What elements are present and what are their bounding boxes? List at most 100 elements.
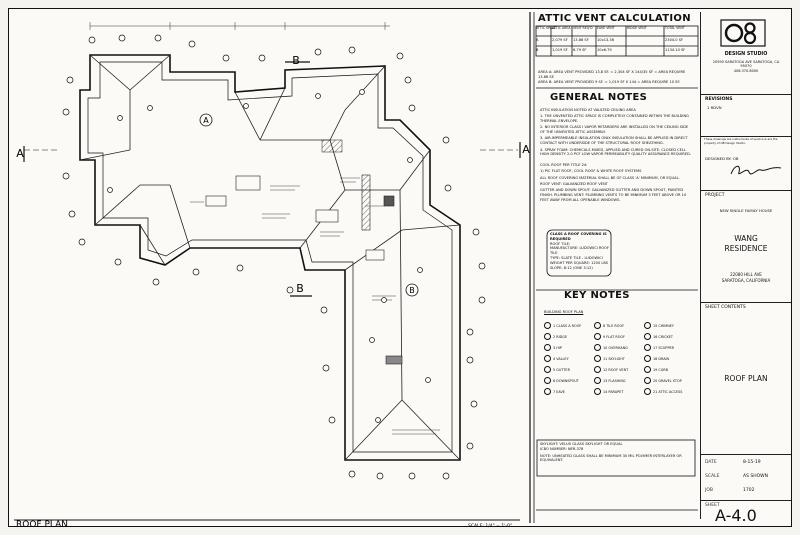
- studio-logo: [720, 19, 766, 47]
- scale-value: AS SHOWN: [743, 474, 768, 479]
- studio-address: 20590 SARATOGA AVE SARATOGA, CA 95070: [712, 60, 780, 68]
- key-note-label: 14 PARAPET: [603, 389, 624, 394]
- key-note-item: 1 CLASS A ROOF: [544, 322, 581, 329]
- area-b-label: B: [409, 286, 415, 295]
- key-note-item: 8 TILE ROOF: [594, 322, 624, 329]
- attic-header-cell: RIDGE VENT: [627, 26, 647, 30]
- key-note-item: 18 DRAIN: [644, 355, 669, 362]
- hatched-flat-roof: [361, 174, 371, 231]
- attic-table-cell: 2,079 SF: [552, 38, 568, 42]
- general-note-item: ALL ROOF COVERING MATERIAL SHALL BE OF C…: [540, 175, 680, 180]
- attic-header-cell: EAVE VENT: [597, 26, 615, 30]
- keynote-circle-icon: [594, 333, 601, 340]
- key-note-label: 2 RIDGE: [553, 334, 567, 339]
- date-value: 8-15-19: [743, 460, 761, 465]
- studio-phone: 408.370.8000: [733, 69, 759, 73]
- key-note-label: 9 FLAT ROOF: [603, 334, 626, 339]
- keynote-circle-icon: [644, 388, 651, 395]
- attic-calc-title: ATTIC VENT CALCULATION: [538, 13, 691, 24]
- title-block: DESIGN STUDIO 20590 SARATOGA AVE SARATOG…: [700, 12, 791, 525]
- keynote-circle-icon: [644, 355, 651, 362]
- area-a-marker: [199, 113, 213, 127]
- revisions-label: REVISIONS: [705, 97, 733, 102]
- project-name-line2: RESIDENCE: [724, 244, 768, 253]
- key-note-label: 5 GUTTER: [553, 367, 570, 372]
- dimension-line-top: [89, 22, 390, 30]
- svg-text:A: A: [522, 143, 530, 156]
- key-note-label: 4 VALLEY: [553, 356, 569, 361]
- general-note-item: 2. NO INTERIOR CLASS I VAPOR RETARDERS A…: [540, 125, 689, 135]
- general-note-item: COOL ROOF PER TITLE 24:: [540, 163, 588, 168]
- key-note-item: 7 EAVE: [544, 388, 565, 395]
- scale-label: SCALE: [705, 474, 720, 479]
- project-name-line1: WANG: [734, 234, 758, 243]
- key-notes-title: KEY NOTES: [564, 290, 630, 301]
- section-marker-b-bottom: B: [290, 282, 312, 297]
- key-note-label: 15 CHIMNEY: [653, 323, 674, 328]
- attic-table-frame: [535, 25, 699, 57]
- key-note-label: 1 CLASS A ROOF: [553, 323, 582, 328]
- key-note-item: 14 PARAPET: [594, 388, 623, 395]
- key-note-label: 20 GRAVEL STOP: [653, 378, 682, 383]
- callout-item: MANUFACTURE: LUDOWICI ROOF TILE: [550, 246, 610, 256]
- skylight-note: SKYLIGHT: VELUX GLASS SKYLIGHT OR EQUAL …: [540, 442, 682, 463]
- key-note-label: 10 OVERHANG: [603, 345, 628, 350]
- sheet-contents-label: SHEET CONTENTS: [705, 305, 746, 310]
- key-note-label: 6 DOWNSPOUT: [553, 378, 579, 383]
- key-note-item: 20 GRAVEL STOP: [644, 377, 682, 384]
- roof-tile-callout: [546, 229, 612, 277]
- disclaimer: These drawings are instruments of servic…: [704, 137, 778, 145]
- key-note-label: 3 HIP: [553, 345, 562, 350]
- job-label: JOB: [705, 488, 713, 493]
- key-note-item: 2 RIDGE: [544, 333, 567, 340]
- sheet-number: A-4.0: [715, 506, 757, 525]
- attic-table-cell: 2304.0 SF: [665, 38, 684, 42]
- keynote-circle-icon: [544, 344, 551, 351]
- keynote-circle-icon: [544, 333, 551, 340]
- sheet-contents: ROOF PLAN: [724, 374, 768, 383]
- skylight-note-box: [536, 439, 696, 477]
- keynote-circle-icon: [544, 377, 551, 384]
- plan-title: ROOF PLAN: [16, 520, 68, 530]
- callout-title: CLASS A ROOF COVERING IS REQUIRED: [550, 232, 607, 241]
- attic-table-cell: B: [536, 48, 539, 52]
- area-a-label: A: [203, 116, 209, 125]
- key-note-item: 16 CRICKET: [644, 333, 673, 340]
- keynote-circle-icon: [644, 333, 651, 340]
- key-note-label: 18 DRAIN: [653, 356, 670, 361]
- studio-name: DESIGN STUDIO: [724, 52, 768, 57]
- key-note-item: 9 FLAT ROOF: [594, 333, 625, 340]
- roof-ridges: [79, 54, 461, 461]
- callout-item: ROOF TILE:: [550, 241, 571, 246]
- section-marker-a-left: A: [16, 146, 60, 162]
- callout-item: TYPE: SLATE TILE - LUDOWICI: [550, 255, 603, 260]
- key-note-label: 16 CRICKET: [653, 334, 673, 339]
- attic-table-cell: 1134.10 SF: [665, 48, 686, 52]
- attic-table-cell: 13.86 SF: [573, 38, 589, 42]
- project-type: NEW SINGLE FAMILY HOUSE: [719, 208, 773, 213]
- area-b-marker: [405, 283, 419, 297]
- attic-table-cell: 6.79 SF: [573, 48, 587, 52]
- general-note-item: 4. SPRAY FOAM: CHEMICALS MIXED, APPLIED …: [540, 147, 691, 157]
- key-note-item: 10 OVERHANG: [594, 344, 628, 351]
- project-address-line1: 22080 HILL AVE: [730, 272, 762, 277]
- key-note-item: 4 VALLEY: [544, 355, 569, 362]
- attic-calc-notes: AREA A: AREA VENT PROVIDED 13.8 SF. = 2,…: [538, 70, 686, 84]
- attic-header-cell: ATTIC AREA: [552, 26, 571, 30]
- keynote-circle-icon: [594, 377, 601, 384]
- keynote-circle-icon: [594, 388, 601, 395]
- attic-header-cell: TOTAL VENT: [665, 26, 685, 30]
- project-address-line2: SARATOGA, CALIFORNIA: [721, 278, 771, 283]
- keynote-circle-icon: [594, 355, 601, 362]
- keynote-circle-icon: [644, 322, 651, 329]
- key-note-item: 5 GUTTER: [544, 366, 570, 373]
- key-note-label: 7 EAVE: [553, 389, 565, 394]
- general-note-item: ATTIC INSULATION NOTED AT VAULTED CEILIN…: [540, 108, 636, 112]
- svg-text:B: B: [296, 282, 304, 295]
- job-value: 1702: [743, 488, 755, 493]
- section-marker-a-right: A: [480, 142, 530, 158]
- keynote-bubbles: [62, 34, 486, 480]
- key-note-item: 3 HIP: [544, 344, 562, 351]
- keynote-circle-icon: [644, 366, 651, 373]
